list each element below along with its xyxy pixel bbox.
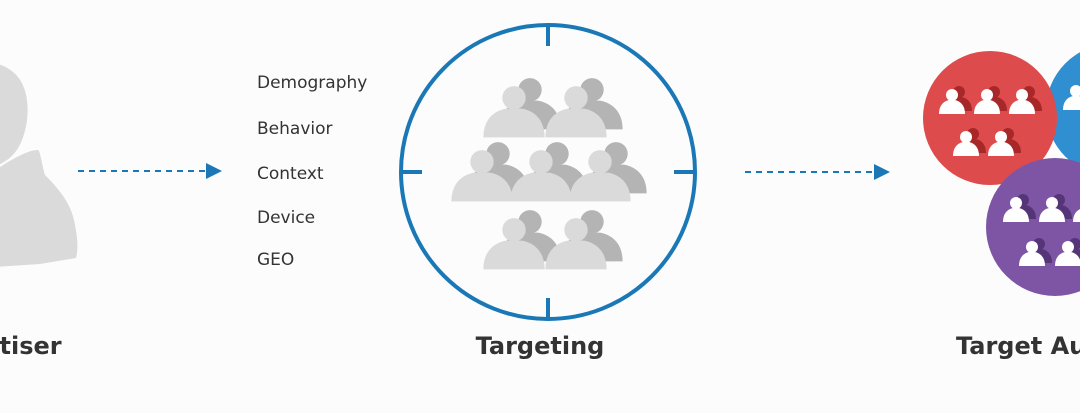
- audience-segment-purple-icon: [986, 158, 1080, 296]
- target-audience-label: Target Audience: [956, 332, 1080, 360]
- criteria-device: Device: [257, 208, 315, 228]
- audience-group-icon: [451, 78, 646, 269]
- audience-segment-red-icon: [923, 51, 1057, 185]
- advertiser-label: Advertiser: [0, 332, 62, 360]
- targeting-crosshair-icon: [399, 23, 697, 321]
- criteria-behavior: Behavior: [257, 119, 333, 139]
- advertiser-silhouette-icon: [0, 64, 78, 267]
- targeting-label: Targeting: [476, 332, 605, 360]
- criteria-context: Context: [257, 164, 324, 184]
- criteria-geo: GEO: [257, 250, 294, 270]
- audience-segment-blue-icon: [1046, 52, 1080, 168]
- criteria-demography: Demography: [257, 73, 367, 93]
